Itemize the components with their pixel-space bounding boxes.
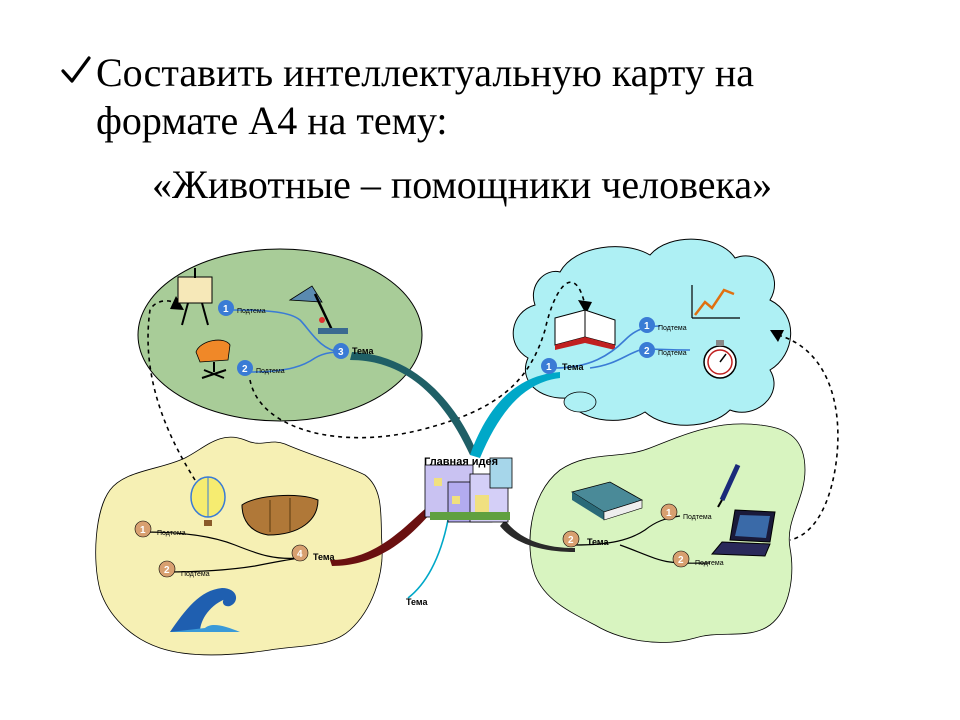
branch-bottom-left	[330, 505, 432, 566]
dashed-arrowhead-left	[170, 296, 184, 310]
stopwatch-icon	[703, 340, 737, 379]
tl-sub1-num: 1	[223, 304, 229, 315]
tl-topic-label: Тема	[352, 346, 374, 356]
bl-sub1-num: 1	[140, 525, 146, 536]
main-idea-building-icon	[424, 457, 513, 523]
branch-bottom-right	[500, 520, 575, 552]
growth-chart-icon	[691, 285, 740, 319]
bl-sub2-num: 2	[164, 565, 170, 576]
tr-sub1-num: 1	[644, 321, 650, 332]
br-sub1-num: 1	[666, 508, 672, 519]
br-topic-num: 2	[568, 535, 574, 546]
dashed-arrowhead-mid	[578, 300, 592, 314]
hot-air-balloon-icon	[190, 476, 226, 526]
branch-top-left	[350, 352, 478, 455]
office-chair-icon	[195, 339, 231, 379]
node-bottom-right: 2 Тема 1 Подтема 2 Подтема	[562, 463, 776, 568]
tr-sub2-num: 2	[644, 346, 650, 357]
dashed-arrow-mid	[249, 281, 586, 439]
node-bottom-left: 1 Подтема 2 Подтема 4 Тема	[134, 476, 335, 632]
books-stack-icon	[571, 481, 644, 521]
br-sub2-label: Подтема	[695, 560, 724, 567]
branch-top-right	[470, 372, 560, 458]
dashed-arrow-right	[777, 334, 839, 541]
open-book-icon	[554, 309, 616, 350]
br-sub2-num: 2	[678, 555, 684, 566]
branch-bottom-center	[407, 519, 449, 599]
tl-sub1-label: Подтема	[237, 308, 266, 315]
bc-topic-label: Тема	[406, 597, 428, 607]
heading-line-1: Составить интеллектуальную карту на	[96, 50, 754, 95]
tl-sub2-num: 2	[242, 364, 248, 375]
easel-icon	[177, 268, 213, 326]
br-topic-label: Тема	[587, 537, 609, 547]
topic-title: «Животные – помощники человека»	[152, 162, 773, 207]
tr-sub1-label: Подтема	[658, 325, 687, 332]
tr-sub2-label: Подтема	[658, 350, 687, 357]
tr-topic-num: 1	[546, 362, 552, 373]
node-top-right: 1 Тема 1 Подтема 2 Подтема	[541, 285, 740, 379]
bottom-right-blob	[529, 423, 806, 643]
bl-sub1-label: Подтема	[157, 530, 186, 537]
dashed-arrowhead-right	[770, 330, 784, 342]
bl-sub2-label: Подтема	[181, 571, 210, 578]
tr-topic-label: Тема	[562, 362, 584, 372]
node-top-left: 1 Подтема 2 Подтема 3 Тема	[177, 268, 374, 379]
laptop-icon	[710, 509, 776, 557]
tl-topic-num: 3	[338, 347, 344, 358]
thought-bubble	[563, 391, 597, 413]
desk-lamp-icon	[288, 285, 348, 334]
heading-line-2: формате А4 на тему:	[96, 98, 448, 143]
br-sub1-label: Подтема	[683, 514, 712, 521]
bl-topic-label: Тема	[313, 552, 335, 562]
tl-sub2-label: Подтема	[256, 368, 285, 375]
wooden-boat-icon	[241, 494, 319, 536]
top-left-ellipse	[137, 248, 423, 422]
bl-topic-num: 4	[297, 549, 303, 560]
ocean-wave-icon	[170, 588, 240, 632]
checkmark-bullet-icon	[61, 56, 91, 83]
center-label: Главная идея	[424, 456, 498, 468]
pen-icon	[717, 463, 741, 508]
